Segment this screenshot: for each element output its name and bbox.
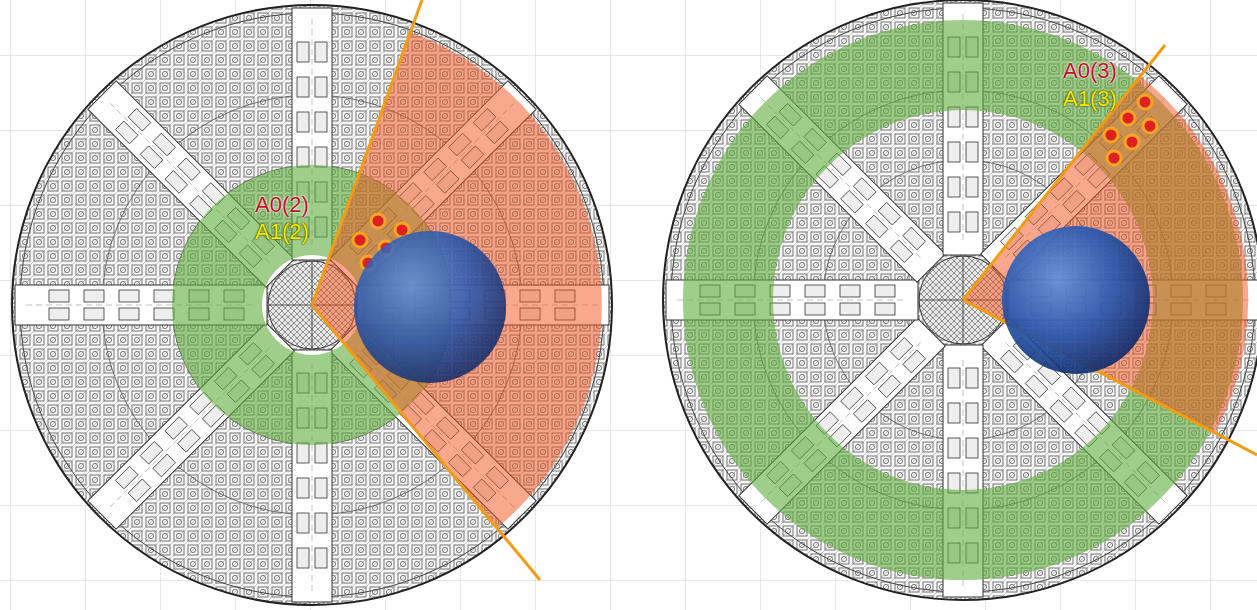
blue-sphere — [1002, 226, 1150, 374]
orange-sector — [963, 76, 1248, 433]
blue-sphere — [354, 231, 506, 383]
detector-plan — [12, 5, 612, 605]
sector-label: A0(3) — [1063, 58, 1117, 84]
detector-plan — [663, 0, 1257, 600]
orange-sector — [312, 32, 602, 528]
sector-label: A0(2) — [255, 192, 309, 218]
sector-label: A1(2) — [255, 219, 309, 245]
module-dots — [353, 214, 385, 247]
sector-label: A1(3) — [1063, 86, 1117, 112]
